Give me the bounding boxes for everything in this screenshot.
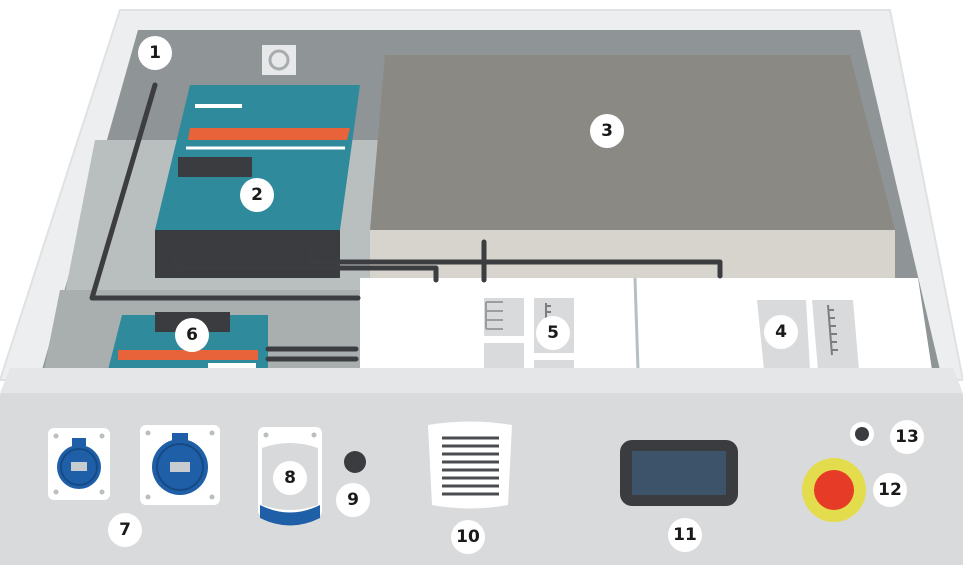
status-indicator bbox=[850, 422, 874, 446]
callout-13-label: 13 bbox=[895, 427, 919, 447]
callout-7-label: 7 bbox=[119, 520, 131, 540]
callout-4-label: 4 bbox=[775, 322, 787, 342]
battery-block bbox=[370, 55, 895, 278]
callout-6: 6 bbox=[175, 318, 209, 352]
callout-9-label: 9 bbox=[347, 490, 359, 510]
callout-8-label: 8 bbox=[284, 468, 296, 488]
cee-socket-right bbox=[140, 425, 220, 505]
callout-2-label: 2 bbox=[251, 185, 263, 205]
callout-12: 12 bbox=[873, 473, 907, 507]
callout-4: 4 bbox=[764, 315, 798, 349]
callout-10-label: 10 bbox=[456, 527, 480, 547]
front-panel-top-edge bbox=[0, 368, 963, 393]
emergency-stop bbox=[802, 458, 866, 522]
callout-3-label: 3 bbox=[601, 121, 613, 141]
callout-1: 1 bbox=[138, 36, 172, 70]
callout-6-label: 6 bbox=[186, 325, 198, 345]
indicator-button bbox=[344, 451, 366, 473]
display-unit bbox=[620, 440, 738, 506]
callout-10: 10 bbox=[451, 520, 485, 554]
callout-5: 5 bbox=[536, 316, 570, 350]
vent-grille bbox=[428, 422, 512, 509]
din-panels bbox=[360, 278, 932, 370]
callout-2: 2 bbox=[240, 178, 274, 212]
callout-9: 9 bbox=[336, 483, 370, 517]
callout-11-label: 11 bbox=[673, 525, 697, 545]
back-wall-vent bbox=[262, 45, 296, 75]
callout-11: 11 bbox=[668, 518, 702, 552]
callout-13: 13 bbox=[890, 420, 924, 454]
cee-socket-left bbox=[48, 428, 110, 500]
callout-12-label: 12 bbox=[878, 480, 902, 500]
callout-3: 3 bbox=[590, 114, 624, 148]
callout-5-label: 5 bbox=[547, 323, 559, 343]
callout-7: 7 bbox=[108, 513, 142, 547]
callout-8: 8 bbox=[273, 461, 307, 495]
callout-1-label: 1 bbox=[149, 43, 161, 63]
